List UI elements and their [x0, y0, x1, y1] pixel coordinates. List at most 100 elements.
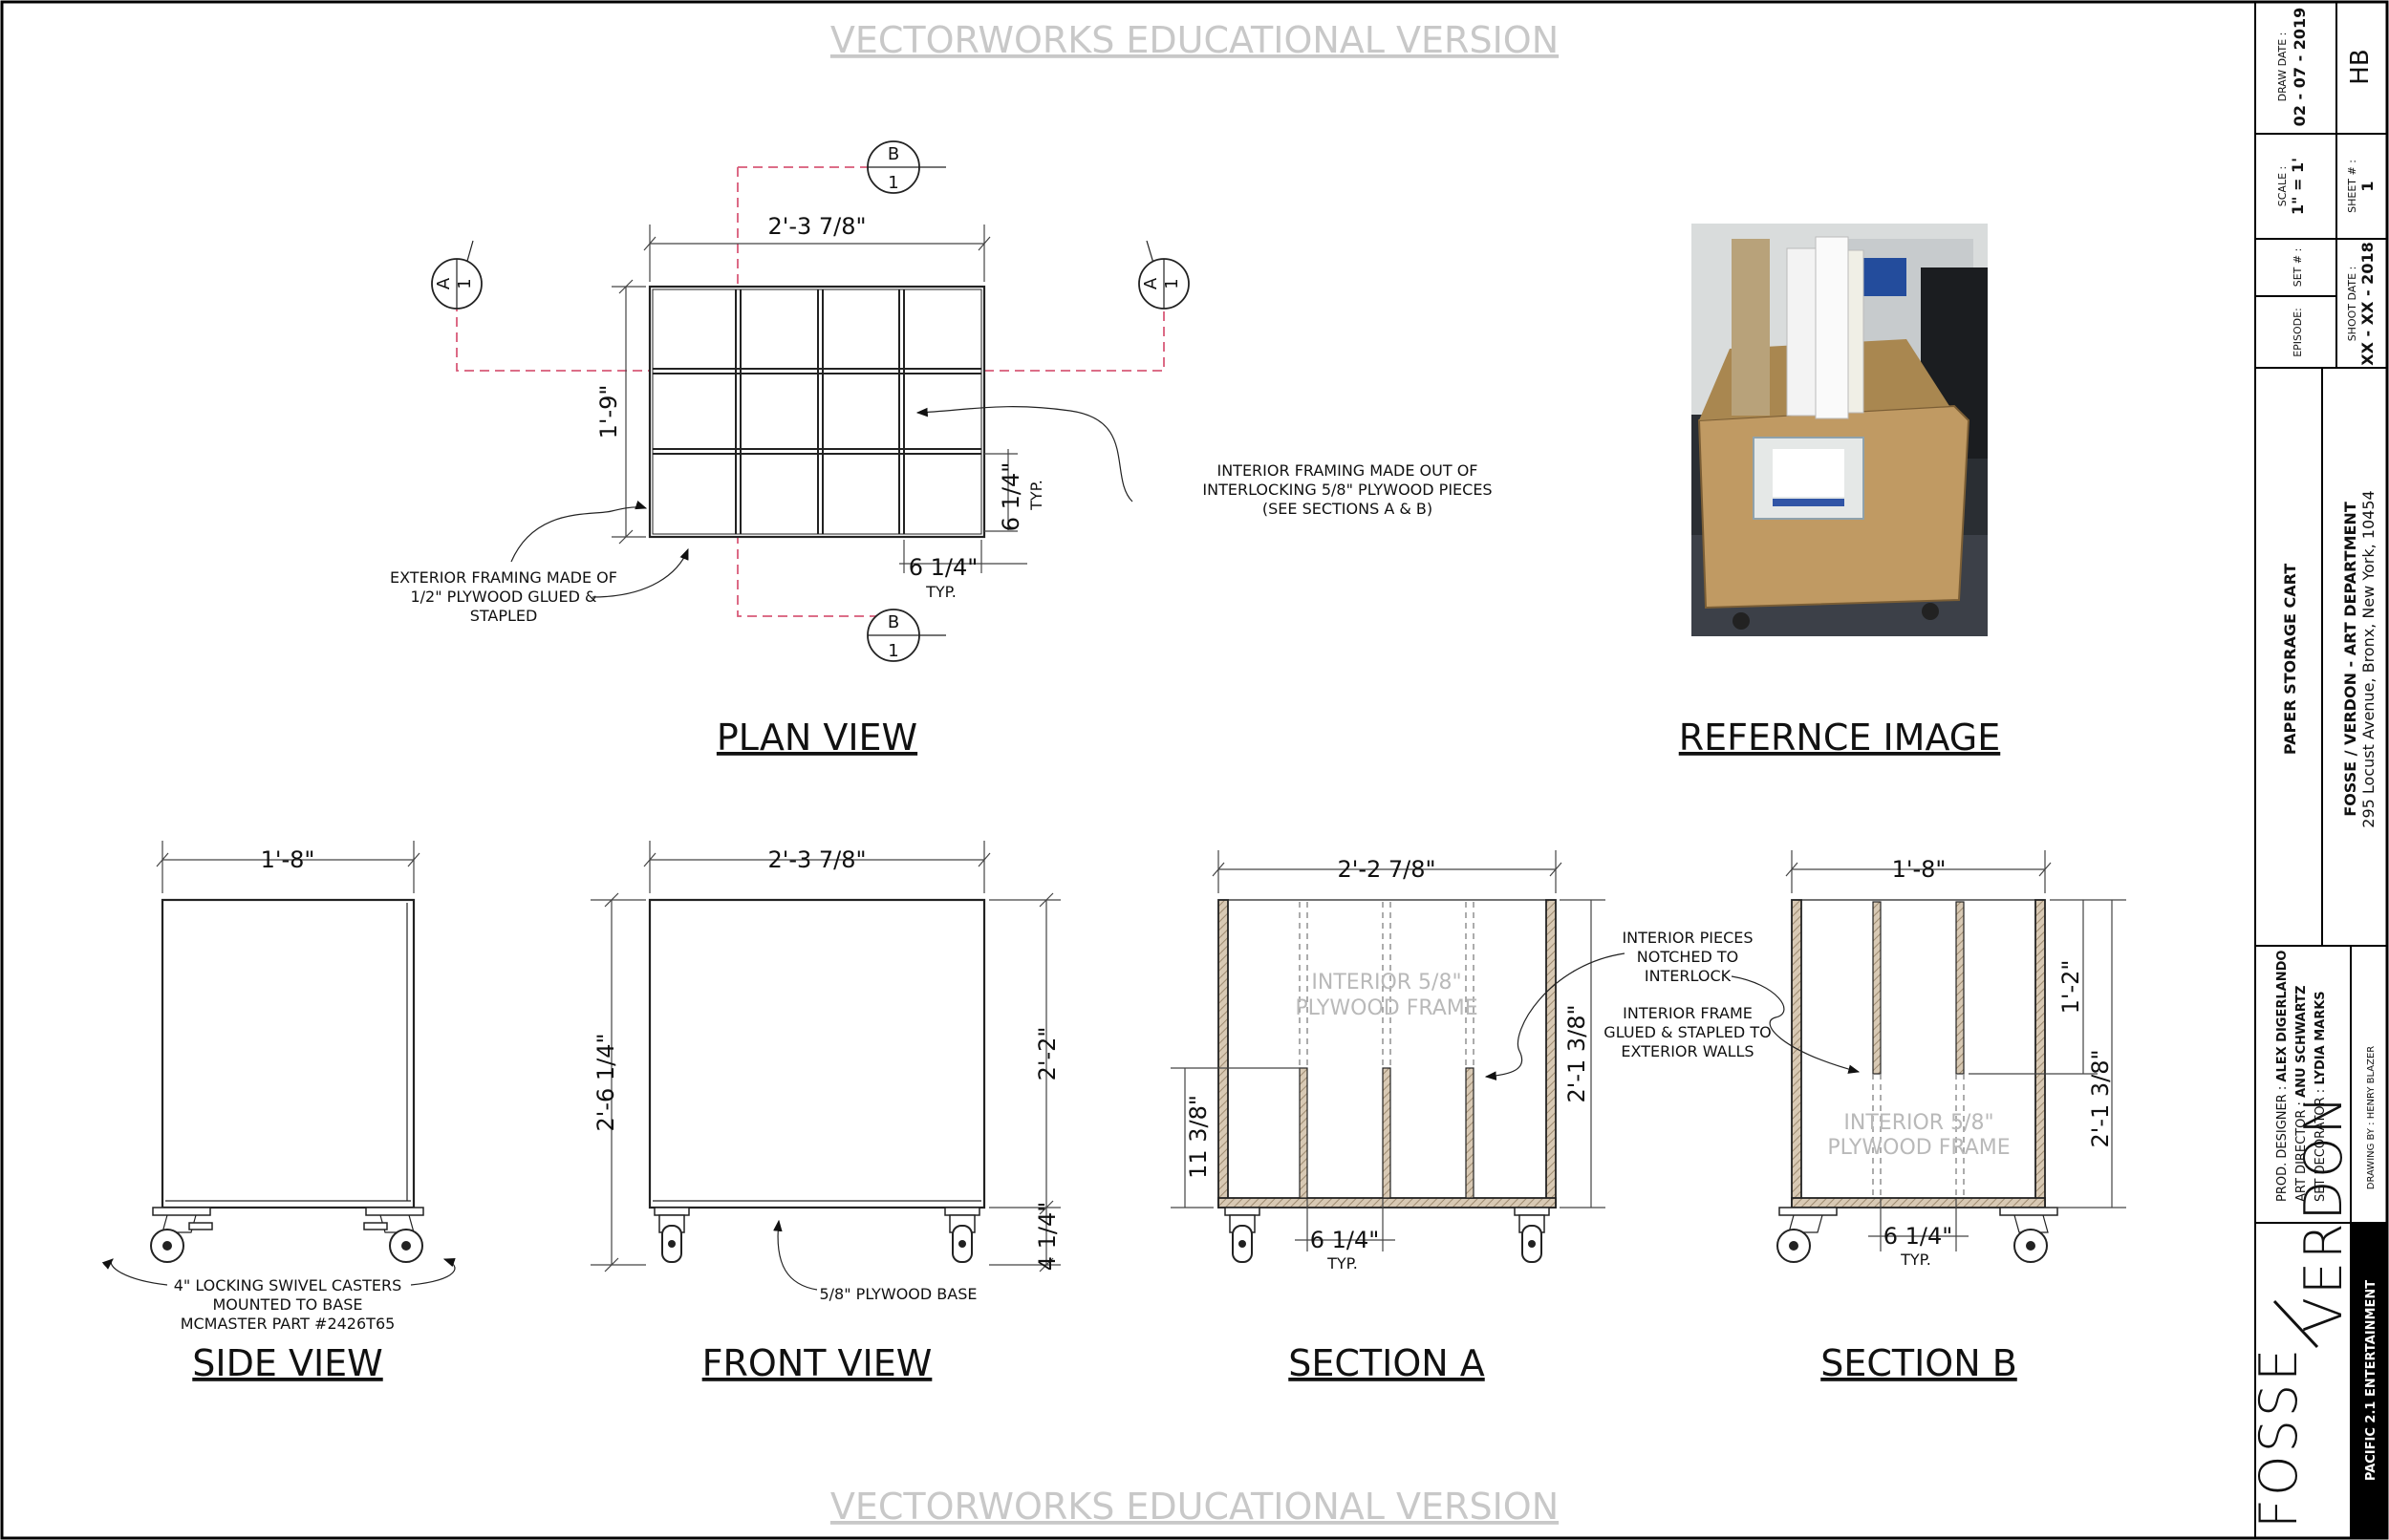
- section-a-caster-right: [1514, 1207, 1550, 1263]
- front-dim-box: 2'-2": [1034, 1027, 1061, 1081]
- section-a-glued-leader: [1484, 952, 1625, 1080]
- logo-fosse: FOSSE: [2249, 1346, 2309, 1529]
- plan-dim-cell-w-typ: TYP.: [925, 583, 957, 601]
- plan-grid: [653, 289, 981, 534]
- company-name: FOSSE / VERDON - ART DEPARTMENT: [2341, 502, 2359, 817]
- plan-view: 2'-3 7/8" 1'-9" 6 1/4" TYP. 6 1/4" TYP.: [390, 140, 1493, 759]
- section-a-caster-left: [1224, 1207, 1260, 1263]
- studio-name: PACIFIC 2.1 ENTERTAINMENT: [2364, 1280, 2378, 1481]
- plan-note-exterior-3: STAPLED: [470, 607, 538, 625]
- credit-set-decorator: SET DECORATOR : LYDIA MARKS: [2314, 991, 2328, 1202]
- side-view: 1'-8" 4" LOCKING SWIVEL CASTERS MOUNTED …: [101, 841, 456, 1384]
- section-b-dim-cell-typ: TYP.: [1900, 1251, 1931, 1269]
- section-marker-a-left: A 1: [431, 240, 483, 310]
- drawing-by: DRAWING BY : HENRY BLAZER: [2366, 1046, 2377, 1190]
- section-a-dim-width: 2'-2 7/8": [1337, 856, 1435, 883]
- side-caster-left: [150, 1207, 213, 1263]
- note-glued-1: INTERIOR FRAME: [1623, 1004, 1753, 1022]
- svg-text:1: 1: [1162, 278, 1182, 289]
- drawer-initials: HB: [2346, 49, 2375, 84]
- front-note-base: 5/8" PLYWOOD BASE: [819, 1285, 977, 1303]
- section-a-wall-right: [1545, 899, 1557, 1208]
- shoot-date-label: SHOOT DATE :: [2346, 267, 2358, 342]
- section-a-partitions: [1299, 902, 1474, 1199]
- section-b-wall-right: [2034, 899, 2046, 1208]
- plan-dim-cell-w-lines: [899, 540, 1027, 573]
- credit-prod-designer: PROD. DESIGNER : ALEX DIGERLANDO: [2275, 951, 2290, 1202]
- draw-date-label: DRAW DATE :: [2276, 32, 2289, 102]
- svg-text:A: A: [1141, 277, 1161, 289]
- front-base-leader: [773, 1219, 818, 1291]
- plan-dim-cell-h-lines: [984, 449, 1018, 532]
- side-caster-leader-left: [101, 1258, 168, 1286]
- note-notched-3: INTERLOCK: [1645, 967, 1732, 985]
- company-address: 295 Locust Avenue, Bronx, New York, 1045…: [2359, 490, 2378, 827]
- section-marker-b-top: B 1: [867, 140, 946, 194]
- section-marker-a-right: A 1: [1138, 240, 1190, 310]
- watermark-bottom: VECTORWORKS EDUCATIONAL VERSION: [830, 1486, 1559, 1528]
- sheet-label: SHEET # :: [2346, 160, 2358, 213]
- plan-view-title: PLAN VIEW: [717, 717, 917, 759]
- studio-band: [2351, 1223, 2387, 1538]
- section-b-partitions: [1872, 901, 1965, 1198]
- side-dim-width: 1'-8": [261, 846, 315, 873]
- section-b-ghost-label-1: INTERIOR 5/8": [1843, 1111, 1993, 1135]
- scale-label: SCALE :: [2276, 166, 2289, 206]
- plan-dim-depth-lines: [612, 279, 646, 545]
- plan-exterior-leader-2: [592, 547, 689, 598]
- credit-art-director: ART DIRECTOR : ANU SCHWARTZ: [2294, 986, 2309, 1202]
- draw-date: 02 - 07 - 2019: [2291, 8, 2309, 127]
- section-a-dim-cell: 6 1/4": [1310, 1227, 1380, 1253]
- section-a-title: SECTION A: [1288, 1342, 1485, 1384]
- section-a-dim-cell-typ: TYP.: [1326, 1254, 1358, 1273]
- set-label: SET # :: [2292, 248, 2304, 288]
- svg-text:A: A: [434, 277, 454, 289]
- section-b-wall-left: [1791, 899, 1802, 1208]
- svg-text:1: 1: [455, 278, 475, 289]
- section-b-ghost-label-2: PLYWOOD FRAME: [1827, 1136, 2010, 1160]
- plan-interior-leader: [915, 406, 1133, 503]
- section-a-dim-height: 2'-1 3/8": [1563, 1004, 1590, 1102]
- section-b-dim-height: 2'-1 3/8": [2087, 1049, 2114, 1147]
- plan-dim-cell-w: 6 1/4": [909, 554, 979, 581]
- plan-note-exterior-1: EXTERIOR FRAMING MADE OF: [390, 568, 617, 587]
- section-a-dim-notch: 11 3/8": [1185, 1095, 1212, 1179]
- front-body: [648, 898, 986, 1209]
- front-caster-right: [944, 1207, 980, 1263]
- svg-text:B: B: [888, 612, 899, 632]
- plan-dim-width: 2'-3 7/8": [767, 213, 866, 240]
- section-b-title: SECTION B: [1820, 1342, 2017, 1384]
- side-caster-right: [363, 1207, 424, 1263]
- reference-image: REFERNCE IMAGE: [1679, 224, 2000, 759]
- section-b-base: [1791, 1197, 2046, 1208]
- plan-note-interior-1: INTERIOR FRAMING MADE OUT OF: [1216, 461, 1477, 480]
- section-b-dim-upper: 1'-2": [2057, 960, 2084, 1015]
- section-b-notched-leader: [1731, 975, 1861, 1074]
- side-view-title: SIDE VIEW: [192, 1342, 382, 1384]
- section-b-caster-left: [1776, 1207, 1838, 1263]
- section-b-dim-width: 1'-8": [1892, 856, 1947, 883]
- svg-text:1: 1: [888, 641, 898, 661]
- reference-photo-roll-1: [1786, 247, 1817, 417]
- section-a: INTERIOR 5/8" PLYWOOD FRAME 2'-2 7/8": [1171, 850, 1772, 1384]
- shoot-date: XX - XX - 2018: [2358, 242, 2377, 365]
- note-glued-2: GLUED & STAPLED TO: [1603, 1023, 1771, 1041]
- sheet-number: 1: [2358, 181, 2377, 191]
- section-a-wall-left: [1217, 899, 1229, 1208]
- svg-text:1: 1: [888, 173, 898, 193]
- side-note-casters-1: 4" LOCKING SWIVEL CASTERS: [174, 1276, 402, 1294]
- logo-slash: [2272, 1299, 2319, 1349]
- front-caster-left: [654, 1207, 690, 1263]
- reference-photo-tube-1: [1732, 239, 1770, 416]
- side-body: [161, 898, 416, 1209]
- note-glued-3: EXTERIOR WALLS: [1621, 1042, 1754, 1060]
- episode-label: EPISODE:: [2292, 308, 2304, 357]
- side-note-casters-3: MCMASTER PART #2426T65: [181, 1315, 396, 1333]
- section-a-ghost-label-2: PLYWOOD FRAME: [1295, 996, 1477, 1020]
- note-notched-1: INTERIOR PIECES: [1622, 929, 1753, 947]
- section-marker-b-bottom: B 1: [867, 609, 946, 662]
- watermark-top: VECTORWORKS EDUCATIONAL VERSION: [830, 19, 1559, 61]
- plan-note-interior-2: INTERLOCKING 5/8" PLYWOOD PIECES: [1202, 481, 1492, 499]
